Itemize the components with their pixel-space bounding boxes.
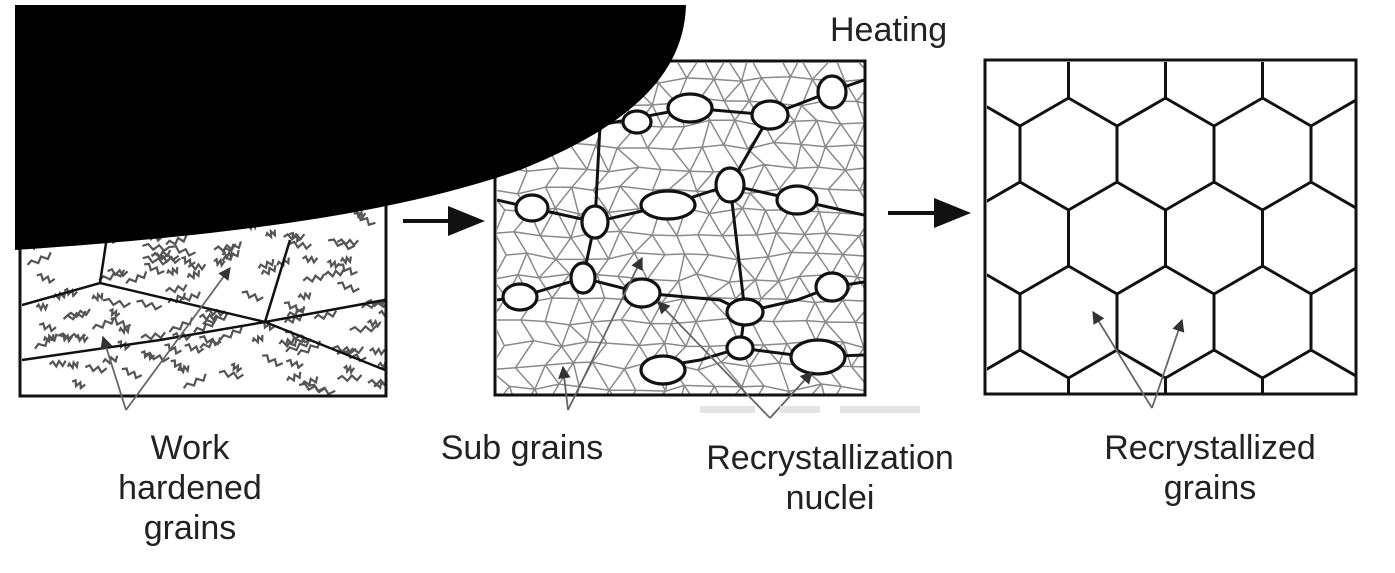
recrystallized-line-2: grains — [1163, 469, 1257, 507]
work-hardened-line-3: grains — [143, 509, 237, 547]
work-hardened-grains-label: Work hardened grains — [95, 428, 285, 548]
process-arrow-2 — [888, 198, 971, 228]
recrystallized-grains-label: Recrystallized grains — [1075, 428, 1345, 508]
heating-label: Heating — [830, 11, 948, 49]
nuclei-line-1: Recrystallization — [706, 439, 954, 477]
redaction-blob — [15, 5, 686, 250]
nuclei-line-2: nuclei — [785, 479, 875, 517]
process-arrow-1 — [403, 206, 485, 236]
faint-smudge — [700, 406, 920, 413]
recrystallization-nuclei-label: Recrystallization nuclei — [675, 438, 985, 518]
work-hardened-line-2: hardened — [118, 469, 262, 507]
equiaxed-grain-boundaries — [987, 62, 1355, 393]
sub-grains-label: Sub grains — [440, 429, 604, 467]
work-hardened-line-1: Work — [150, 429, 230, 467]
recrystallized-line-1: Recrystallized — [1104, 429, 1316, 467]
recrystallized-panel — [983, 58, 1358, 396]
leader-lines — [100, 256, 1185, 419]
